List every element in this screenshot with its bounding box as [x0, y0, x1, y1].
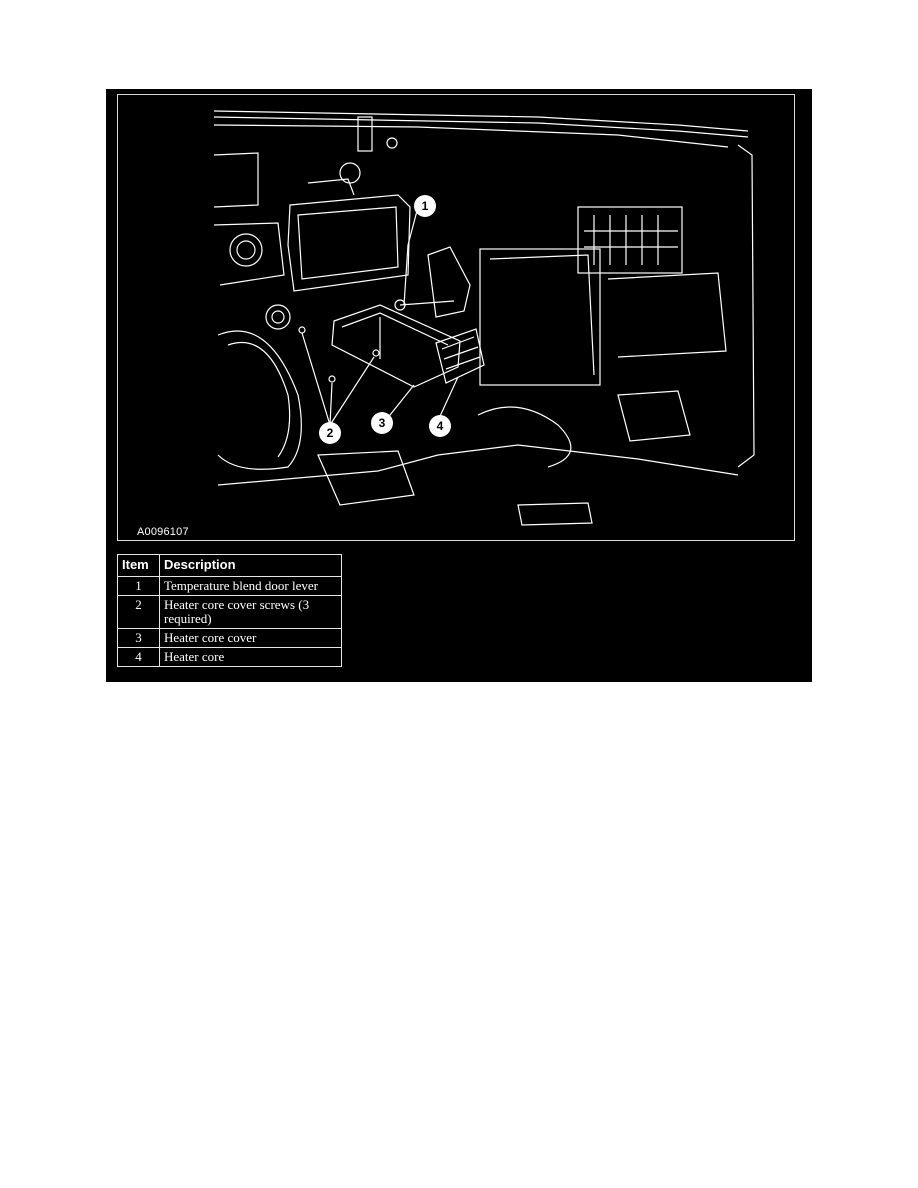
leader-line-2 [301, 332, 375, 426]
legend-item-number: 1 [117, 576, 160, 596]
heater-core-cover-edge [341, 312, 449, 346]
dash-top-edge [213, 110, 749, 132]
vent-opening [297, 206, 399, 280]
filter-grille [577, 206, 683, 274]
svg-text:4: 4 [437, 419, 444, 433]
legend-item-description: Temperature blend door lever [159, 576, 342, 596]
legend-header-item: Item [117, 554, 160, 577]
lower-right-box [617, 390, 691, 442]
filter-grille-lines [584, 215, 678, 265]
left-knob [265, 304, 291, 330]
right-module [607, 272, 727, 358]
callout-3: 3 [371, 412, 393, 434]
heater-core-fins [441, 336, 481, 370]
legend-item-number: 3 [117, 628, 160, 648]
right-edge-frame [737, 144, 755, 468]
left-knob-center [271, 310, 285, 324]
svg-text:3: 3 [379, 416, 386, 430]
leader-line-1 [403, 206, 419, 306]
left-round-port-inner [236, 240, 256, 260]
upper-bracket [357, 116, 373, 152]
lower-bracket [317, 450, 415, 506]
legend-item-description: Heater core cover [159, 628, 342, 648]
vent-housing [287, 194, 411, 292]
legend-item-number: 4 [117, 647, 160, 667]
left-round-port [229, 233, 263, 267]
lower-hose [477, 406, 572, 468]
blend-door-lever [427, 246, 471, 318]
legend-item-description: Heater core [159, 647, 342, 667]
callout-4: 4 [429, 415, 451, 437]
vent-top-lip [307, 178, 355, 196]
svg-text:2: 2 [327, 426, 334, 440]
cover-screw [298, 326, 306, 334]
illustration-panel: 1 2 3 4 A0096107 Item Description [106, 89, 812, 682]
left-bracket [213, 152, 259, 208]
floor-line [217, 444, 739, 486]
cover-screw [328, 375, 336, 383]
legend-item-description: Heater core cover screws (3 required) [159, 595, 342, 629]
legend-table: Item Description 1 Temperature blend doo… [117, 554, 342, 667]
blower-housing [479, 248, 601, 386]
legend-row: 2 Heater core cover screws (3 required) [117, 595, 342, 629]
blower-housing-inner [489, 254, 595, 376]
dash-top-rail [213, 124, 729, 148]
cover-screw [372, 349, 380, 357]
callout-1: 1 [414, 195, 436, 217]
left-duct-opening [217, 330, 302, 470]
bottom-tray [517, 502, 593, 526]
svg-text:1: 1 [422, 199, 429, 213]
legend-row: 4 Heater core [117, 647, 342, 667]
legend-row: 1 Temperature blend door lever [117, 576, 342, 596]
heater-core [435, 328, 485, 384]
dash-top-edge-inner [213, 116, 749, 138]
left-panel [213, 222, 285, 286]
legend-item-number: 2 [117, 595, 160, 629]
lever-arm [399, 300, 455, 306]
callout-2: 2 [319, 422, 341, 444]
upper-fastener [386, 137, 398, 149]
legend-header-row: Item Description [117, 554, 342, 577]
figure-id-label: A0096107 [137, 526, 189, 538]
heater-core-cover [331, 304, 461, 388]
left-duct-inner [227, 341, 291, 458]
legend-header-description: Description [159, 554, 342, 577]
exploded-view-drawing: 1 2 3 4 [213, 110, 755, 526]
legend-row: 3 Heater core cover [117, 628, 342, 648]
heater-core-illustration: 1 2 3 4 A0096107 [117, 94, 795, 541]
